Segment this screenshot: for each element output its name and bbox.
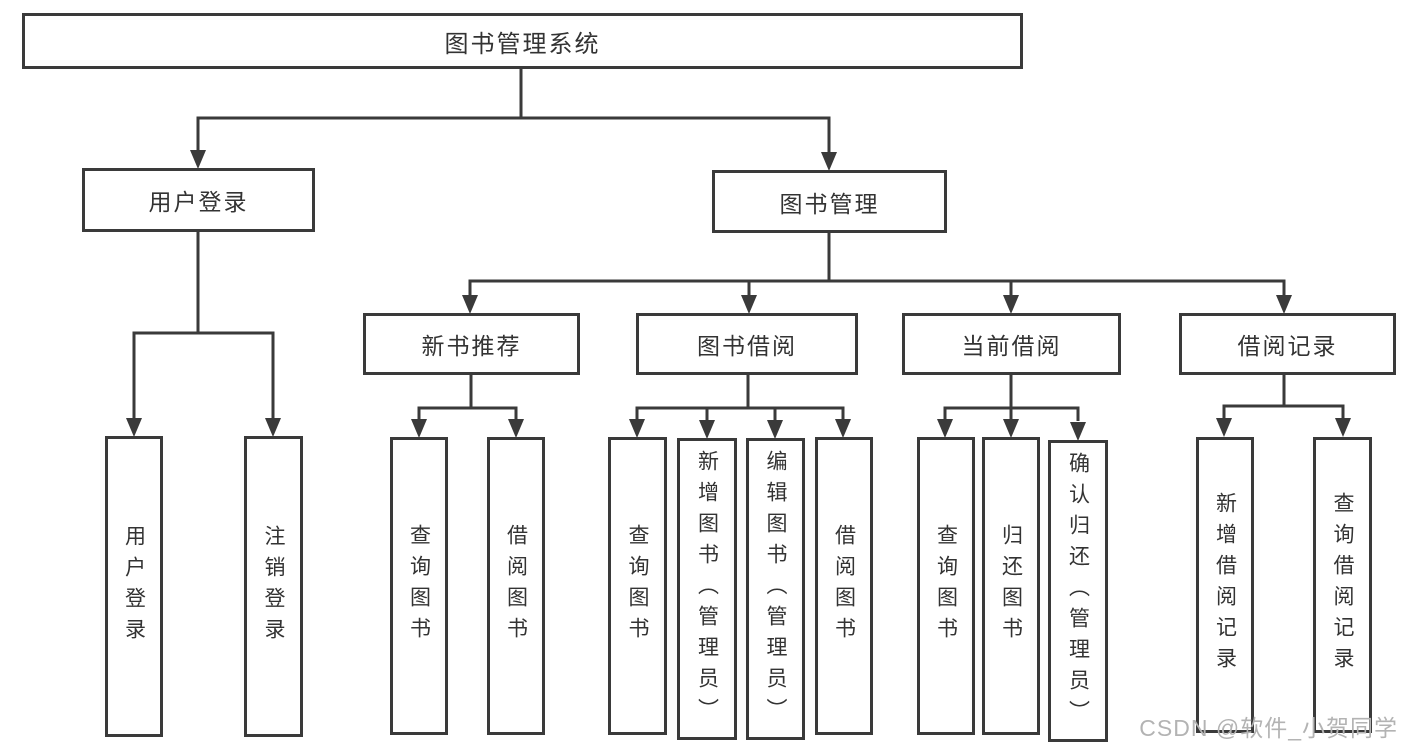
leaf-query-book-recommend: 查询图书 bbox=[390, 437, 448, 735]
node-borrow-records-label: 借阅记录 bbox=[1237, 334, 1338, 359]
connector-level2 bbox=[196, 116, 831, 155]
node-new-book-recommend-label: 新书推荐 bbox=[421, 334, 522, 359]
node-book-borrow: 图书借阅 bbox=[636, 313, 858, 375]
leaf-query-borrow-record-label: 查询借阅记录 bbox=[1331, 492, 1355, 678]
leaf-add-book-admin: 新增图书（管理员） bbox=[677, 438, 737, 740]
leaf-confirm-return-admin: 确认归还（管理员） bbox=[1048, 440, 1108, 742]
leaf-borrow-book-label: 借阅图书 bbox=[832, 524, 857, 648]
node-current-borrow: 当前借阅 bbox=[902, 313, 1121, 375]
node-book-borrow-label: 图书借阅 bbox=[697, 334, 797, 359]
node-current-borrow-label: 当前借阅 bbox=[961, 334, 1062, 359]
leaf-borrow-book-recommend: 借阅图书 bbox=[487, 437, 545, 735]
leaf-return-book-label: 归还图书 bbox=[999, 524, 1024, 648]
node-new-book-recommend: 新书推荐 bbox=[363, 313, 580, 375]
leaf-confirm-return-admin-label: 确认归还（管理员） bbox=[1066, 451, 1091, 731]
leaf-query-book-borrow-label: 查询图书 bbox=[626, 524, 650, 648]
leaf-logout-label: 注销登录 bbox=[262, 524, 286, 649]
connector-level3 bbox=[468, 279, 1286, 296]
leaf-edit-book-admin: 编辑图书（管理员） bbox=[746, 438, 805, 740]
arrowheads bbox=[126, 150, 1351, 441]
connector-new-book-group bbox=[417, 375, 518, 421]
leaf-user-login-label: 用户登录 bbox=[122, 524, 147, 649]
leaf-user-login: 用户登录 bbox=[105, 436, 163, 737]
node-library-system-label: 图书管理系统 bbox=[444, 31, 601, 58]
leaf-logout: 注销登录 bbox=[244, 436, 303, 737]
csdn-watermark: CSDN @软件_小贺同学 bbox=[1139, 715, 1398, 741]
leaf-query-book-recommend-label: 查询图书 bbox=[407, 524, 432, 648]
leaf-borrow-book: 借阅图书 bbox=[815, 437, 873, 735]
leaf-query-book-borrow: 查询图书 bbox=[608, 437, 667, 735]
connector-user-login-group bbox=[132, 232, 275, 420]
node-book-management: 图书管理 bbox=[712, 170, 947, 233]
leaf-return-book: 归还图书 bbox=[982, 437, 1040, 735]
leaf-edit-book-admin-label: 编辑图书（管理员） bbox=[764, 449, 788, 729]
node-user-login-branch-label: 用户登录 bbox=[148, 190, 249, 215]
connector-borrow-records-group bbox=[1222, 375, 1345, 419]
leaf-add-book-admin-label: 新增图书（管理员） bbox=[695, 449, 720, 729]
leaf-query-book-current: 查询图书 bbox=[917, 437, 975, 735]
node-borrow-records: 借阅记录 bbox=[1179, 313, 1396, 375]
node-user-login-branch: 用户登录 bbox=[82, 168, 315, 232]
leaf-borrow-book-recommend-label: 借阅图书 bbox=[504, 524, 529, 648]
node-library-system: 图书管理系统 bbox=[22, 13, 1023, 69]
connector-current-borrow-group bbox=[943, 375, 1080, 421]
leaf-query-book-current-label: 查询图书 bbox=[934, 524, 959, 648]
node-book-management-label: 图书管理 bbox=[779, 191, 880, 217]
leaf-add-borrow-record: 新增借阅记录 bbox=[1196, 437, 1254, 733]
leaf-query-borrow-record: 查询借阅记录 bbox=[1313, 437, 1372, 733]
leaf-add-borrow-record-label: 新增借阅记录 bbox=[1213, 492, 1238, 678]
connector-book-borrow-group bbox=[635, 375, 845, 421]
